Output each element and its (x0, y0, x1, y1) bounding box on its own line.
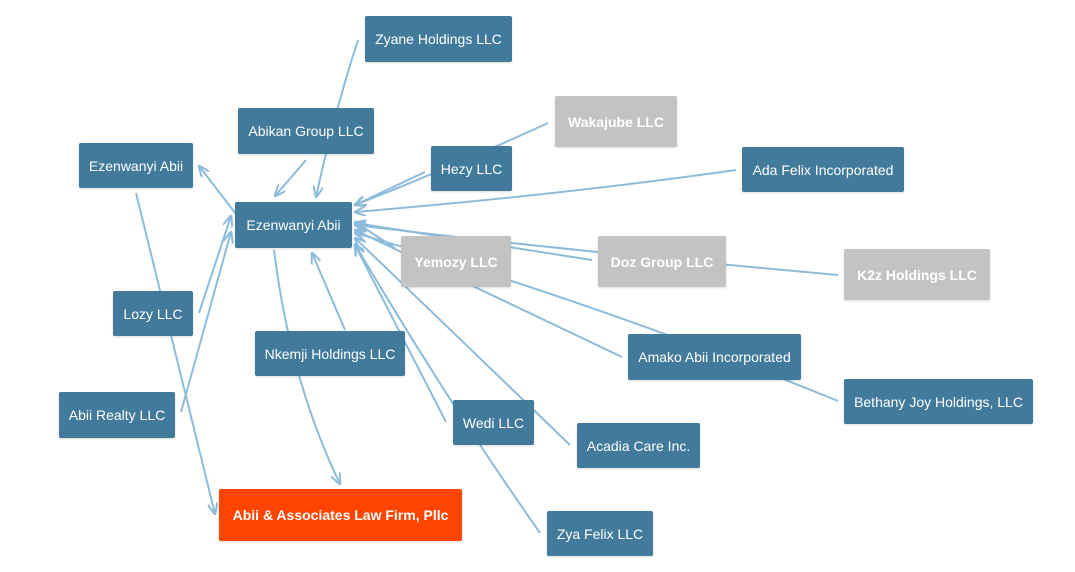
node-label: Ada Felix Incorporated (752, 161, 894, 178)
edge-abii-realty-to-ezenwanyi-center (180, 232, 231, 413)
edge-amako-to-ezenwanyi-center (355, 230, 623, 358)
node-label: Zya Felix LLC (556, 525, 644, 542)
edge-lozy-to-ezenwanyi-center (198, 216, 231, 314)
node-bethany-joy[interactable]: Bethany Joy Holdings, LLC (844, 379, 1033, 424)
node-wakajube[interactable]: Wakajube LLC (555, 96, 677, 147)
node-hezy[interactable]: Hezy LLC (431, 146, 512, 191)
node-label: Lozy LLC (123, 305, 183, 322)
node-label: Zyane Holdings LLC (375, 31, 502, 47)
node-label: Abikan Group LLC (248, 123, 364, 139)
node-label: Ezenwanyi Abii (246, 217, 341, 233)
edge-k2z-to-ezenwanyi-center (355, 225, 839, 276)
node-amako-abii[interactable]: Amako Abii Incorporated (628, 334, 801, 380)
node-label: Wakajube LLC (568, 113, 664, 130)
node-ezenwanyi-abii-top[interactable]: Ezenwanyi Abii (79, 143, 193, 188)
edge-ada-felix-to-ezenwanyi-center (355, 169, 737, 212)
edge-nkemji-to-ezenwanyi-center (312, 253, 346, 331)
node-ezenwanyi-abii-center[interactable]: Ezenwanyi Abii (235, 202, 352, 248)
node-label: Acadia Care Inc. (586, 437, 691, 454)
node-k2z-holdings[interactable]: K2z Holdings LLC (844, 249, 990, 300)
edge-ezenwanyi-top-to-abii-law (135, 192, 215, 514)
edge-hezy-to-ezenwanyi-center (355, 171, 426, 205)
node-nkemji-holdings[interactable]: Nkemji Holdings LLC (255, 331, 405, 376)
node-label: Abii & Associates Law Firm, Pllc (232, 507, 449, 523)
node-zyane-holdings[interactable]: Zyane Holdings LLC (365, 16, 512, 62)
node-acadia-care[interactable]: Acadia Care Inc. (577, 423, 700, 468)
node-label: Amako Abii Incorporated (638, 349, 791, 365)
node-ada-felix[interactable]: Ada Felix Incorporated (742, 147, 904, 192)
node-label: Yemozy LLC (414, 253, 498, 270)
node-label: Hezy LLC (440, 160, 503, 177)
node-yemozy[interactable]: Yemozy LLC (401, 236, 511, 287)
edge-abikan-to-ezenwanyi-center (275, 159, 307, 196)
node-wedi[interactable]: Wedi LLC (453, 400, 534, 445)
edge-acadia-to-ezenwanyi-center (355, 238, 571, 446)
edge-zya-felix-to-ezenwanyi-center (355, 244, 541, 534)
node-label: Doz Group LLC (610, 253, 714, 270)
node-label: Abii Realty LLC (68, 407, 166, 423)
node-abii-realty[interactable]: Abii Realty LLC (59, 392, 175, 438)
node-label: Ezenwanyi Abii (88, 157, 184, 174)
node-abii-law-firm[interactable]: Abii & Associates Law Firm, Pllc (219, 489, 462, 541)
node-label: Bethany Joy Holdings, LLC (854, 393, 1023, 410)
node-lozy[interactable]: Lozy LLC (113, 291, 193, 336)
node-zya-felix[interactable]: Zya Felix LLC (547, 511, 653, 556)
node-abikan-group[interactable]: Abikan Group LLC (238, 108, 374, 154)
edge-ezenwanyi-center-to-ezenwanyi-top (199, 166, 237, 215)
node-label: Wedi LLC (462, 414, 525, 431)
node-doz-group[interactable]: Doz Group LLC (598, 236, 726, 287)
node-label: Nkemji Holdings LLC (264, 345, 396, 362)
node-label: K2z Holdings LLC (857, 266, 977, 283)
